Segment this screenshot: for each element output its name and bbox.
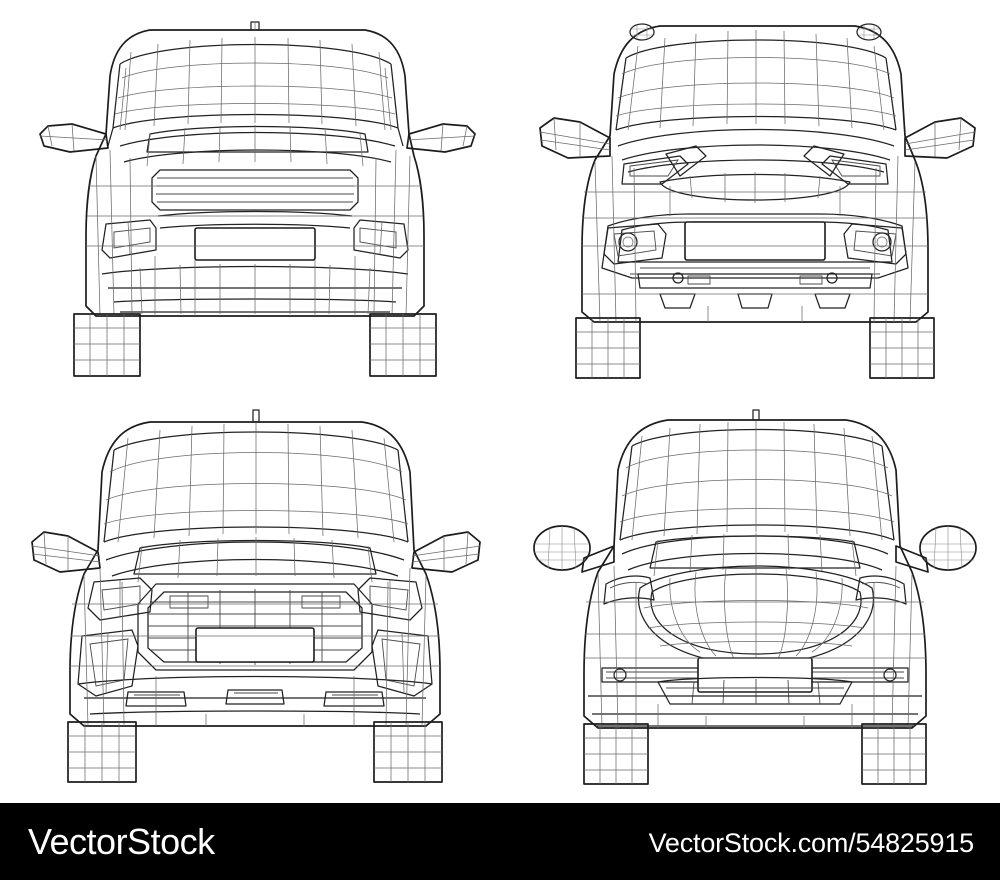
tr-hood	[618, 130, 894, 173]
tr-windshield-mesh	[615, 30, 897, 131]
br-right-mirror	[896, 526, 976, 572]
tr-license-plate	[684, 221, 826, 261]
br-left-wheel	[584, 724, 648, 784]
vectorstock-logo: VectorStock	[28, 821, 215, 862]
car-top-left-wireframe	[10, 6, 500, 396]
tr-right-mirror	[905, 118, 975, 158]
bl-left-wheel	[68, 722, 136, 782]
car-bottom-right-wireframe	[510, 396, 1000, 796]
bl-right-wheel	[374, 722, 442, 782]
bl-body-mesh	[70, 567, 440, 727]
car-bottom-left-wireframe	[10, 396, 500, 796]
bl-lower-bumper	[78, 677, 432, 715]
tl-left-mirror	[40, 124, 108, 152]
br-left-mirror	[534, 526, 614, 572]
br-roof-antenna-icon	[753, 410, 759, 420]
tr-right-wheel	[870, 318, 934, 378]
tr-left-mirror	[540, 118, 610, 158]
watermark-footer-bar: VectorStock VectorStock.com/54825915	[0, 803, 1000, 880]
bl-windshield-mesh	[103, 423, 409, 543]
car-bottom-right	[510, 396, 1000, 796]
tl-hood	[120, 125, 395, 167]
artwork-canvas	[10, 6, 1000, 796]
bl-right-mirror	[412, 532, 480, 572]
bl-hood	[106, 537, 404, 583]
bl-left-mirror	[32, 532, 100, 572]
br-left-headlight-icon	[604, 576, 654, 604]
tl-body-mesh	[86, 149, 424, 317]
br-right-wheel	[862, 724, 926, 784]
br-lower-skirt	[588, 696, 922, 726]
vectorstock-url: VectorStock.com/54825915	[648, 828, 975, 858]
br-body-mesh	[584, 565, 926, 729]
br-right-headlight-icon	[856, 576, 906, 604]
car-top-left	[10, 6, 500, 396]
bl-license-plate	[195, 627, 315, 663]
br-grille	[639, 566, 874, 664]
tr-right-headlight-icon	[804, 146, 888, 184]
tl-windshield-mesh	[114, 37, 396, 131]
tl-left-headlight-icon	[102, 220, 156, 258]
tl-roof-antenna-icon	[251, 22, 259, 30]
tr-left-headlight-icon	[622, 146, 706, 184]
car-top-right-wireframe	[510, 6, 1000, 396]
tl-right-wheel	[370, 314, 436, 376]
br-windshield-mesh	[619, 421, 895, 541]
tr-left-fog-lamp-icon	[604, 224, 666, 264]
br-license-plate	[697, 657, 813, 693]
car-bottom-left	[10, 396, 500, 796]
bl-roof-antenna-icon	[253, 410, 259, 422]
tr-left-wheel	[576, 318, 640, 378]
tl-grille	[152, 170, 358, 228]
car-top-right	[510, 6, 1000, 396]
tr-upper-grille	[660, 172, 850, 203]
tl-right-headlight-icon	[354, 220, 408, 258]
tl-right-mirror	[407, 124, 475, 152]
tr-roof-rails	[630, 24, 881, 40]
tl-left-wheel	[74, 314, 140, 376]
tl-lower-bumper	[102, 264, 408, 315]
tl-license-plate	[194, 227, 316, 261]
br-body	[584, 420, 926, 728]
br-hood	[622, 533, 888, 577]
tr-body-mesh	[582, 155, 928, 323]
tr-right-fog-lamp-icon	[844, 224, 906, 264]
